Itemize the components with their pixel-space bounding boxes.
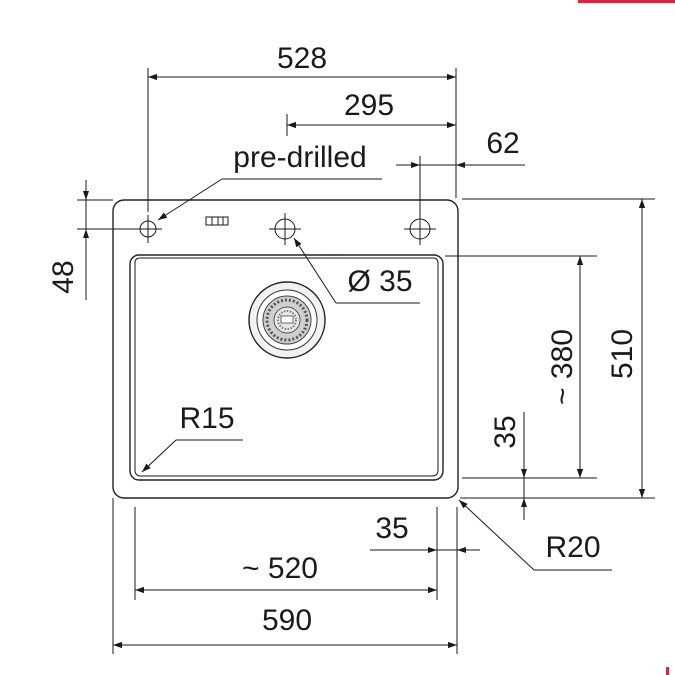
label-r20: R20 — [545, 531, 600, 564]
leader-r20 — [458, 499, 535, 571]
label-r15: R15 — [179, 402, 234, 435]
predrilled-hole-icon — [134, 215, 162, 243]
bowl-outline — [129, 254, 444, 481]
tap-hole-middle-icon — [269, 213, 301, 245]
leader-r15 — [141, 439, 177, 473]
label-48: 48 — [47, 260, 80, 293]
label-380: ~ 380 — [546, 329, 579, 405]
label-dia35: Ø 35 — [347, 265, 412, 298]
label-35-horizontal: 35 — [375, 512, 408, 545]
drain-strainer-icon — [248, 281, 326, 359]
corner-accent-bottom — [666, 667, 669, 675]
tap-hole-right-icon — [404, 213, 436, 245]
bowl-rim — [134, 257, 439, 477]
label-predrilled: pre-drilled — [233, 141, 366, 174]
label-510: 510 — [606, 329, 639, 379]
label-590: 590 — [262, 604, 312, 637]
overflow-icon — [205, 216, 229, 226]
corner-accent-top — [578, 0, 675, 3]
label-62: 62 — [486, 127, 519, 160]
label-35-vertical: 35 — [489, 415, 522, 448]
label-528: 528 — [277, 42, 327, 75]
leader-dia35 — [293, 237, 337, 304]
label-295: 295 — [344, 89, 394, 122]
sink-outer-outline — [112, 199, 459, 499]
label-520: ~ 520 — [242, 552, 318, 585]
leader-predrilled — [157, 178, 223, 221]
